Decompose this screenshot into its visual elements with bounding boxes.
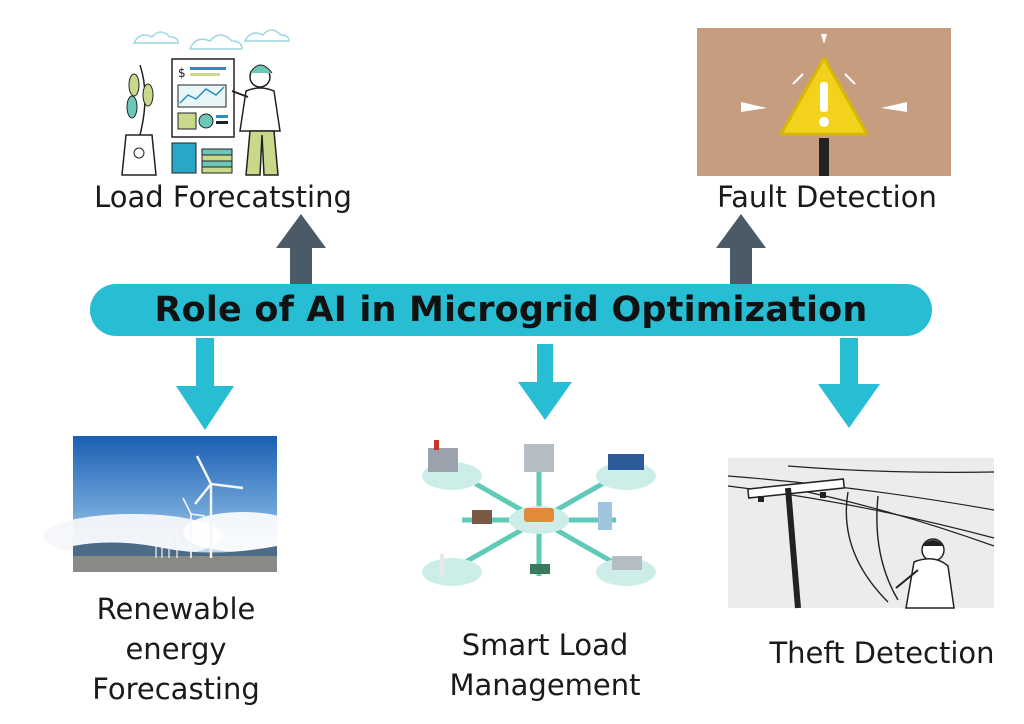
fault-detection-image [697,28,951,176]
arrow-up-load-forecasting [276,214,326,284]
renewable-label-line1: Renewable [96,592,256,626]
renewable-label-line2: energy [125,632,227,666]
load-forecasting-illustration: $ [121,29,290,176]
renewable-label-line3: Forecasting [92,672,260,706]
theft-detection-sketch [727,458,995,609]
smart-load-label-line2: Management [449,668,641,702]
smart-load-network-illustration [422,440,656,586]
fault-detection-label: Fault Detection [717,180,937,214]
arrow-up-fault-detection [716,214,766,284]
arrow-down-theft [818,338,880,428]
smart-load-label-line1: Smart Load [461,628,629,662]
center-title: Role of AI in Microgrid Optimization [154,290,868,330]
arrow-down-smart-load [518,344,572,420]
load-forecasting-label: Load Forecatsting [94,180,352,214]
theft-detection-label: Theft Detection [769,636,995,670]
center-banner: Role of AI in Microgrid Optimization [90,284,932,336]
renewable-energy-photo [43,436,303,572]
arrow-down-renewable [176,338,234,430]
svg-text:$: $ [178,66,186,80]
